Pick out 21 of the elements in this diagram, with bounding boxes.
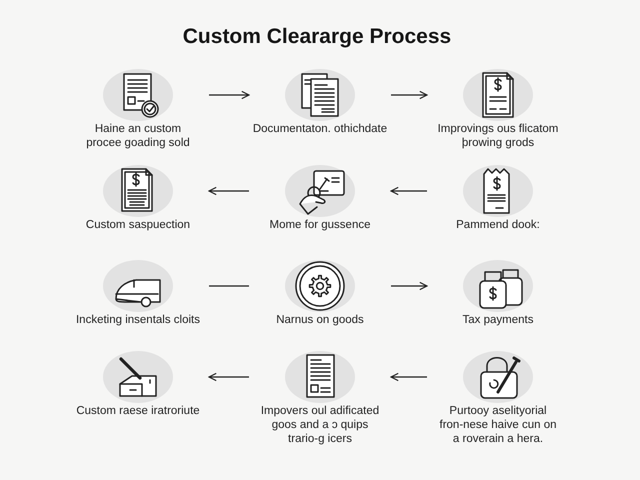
step-label: Custom raese iratroriute [76, 404, 200, 418]
arrow [391, 282, 428, 290]
arrow [208, 372, 249, 382]
arrow [390, 372, 427, 382]
step-label: Tax payments [462, 313, 534, 327]
step-label: Haine an custom procee goading sold [85, 122, 191, 150]
step-label: Improvings ous flicatom þrowing grods [436, 122, 560, 150]
connector-line [209, 285, 249, 287]
arrow [391, 90, 428, 100]
step-label: Incketing insentals cloits [76, 313, 200, 327]
diagram-title: Custom Cleararge Process [182, 24, 452, 50]
step-label: Custom saspuection [86, 218, 190, 232]
step-label: Impovers oul adificated goos and a ɔ quips trario-g icers [260, 404, 380, 446]
arrow [209, 90, 250, 100]
arrow [390, 186, 427, 196]
step-label: Narnus on goods [276, 313, 364, 327]
step-label: Documentaton. othichdate [252, 122, 388, 136]
step-label: Mome for gussence [270, 218, 370, 232]
step-label: Purtooy aselityorial fron-nese haive cun on a roverain a hera. [438, 404, 558, 446]
arrow [208, 186, 249, 196]
step-label: Pammend dook: [456, 218, 540, 232]
